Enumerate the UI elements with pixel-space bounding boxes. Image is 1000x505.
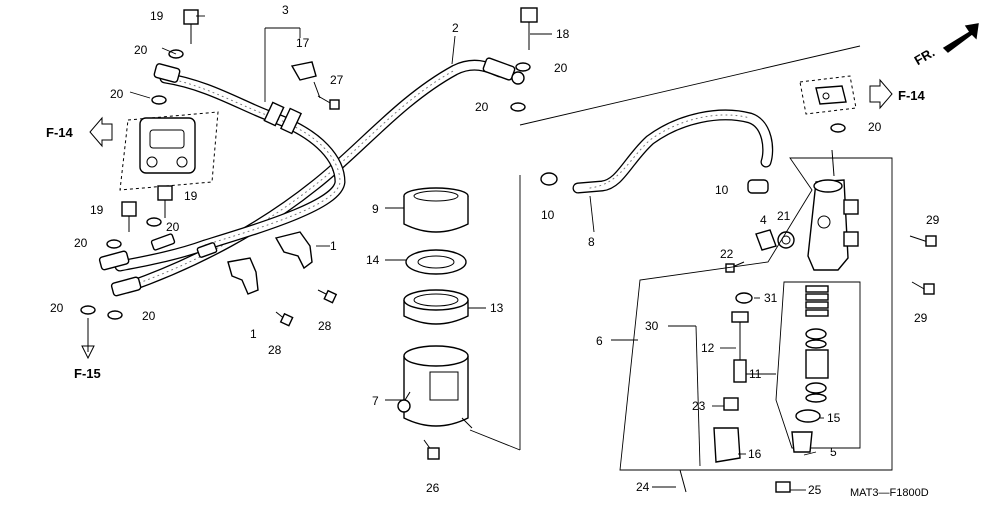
connector-line-upper bbox=[519, 45, 861, 126]
callout-5: 5 bbox=[830, 445, 837, 459]
hose-collar bbox=[263, 101, 303, 135]
push-rod-assembly bbox=[679, 292, 791, 493]
callout-20c: 20 bbox=[166, 220, 180, 234]
callout-31: 31 bbox=[764, 291, 778, 305]
front-direction-arrow bbox=[942, 23, 979, 53]
callout-20d: 20 bbox=[74, 236, 88, 250]
callout-1b: 1 bbox=[250, 327, 257, 341]
callout-20b: 20 bbox=[110, 87, 124, 101]
callout-15: 15 bbox=[827, 411, 841, 425]
callout-11: 11 bbox=[749, 367, 762, 381]
joint-4-22 bbox=[725, 229, 777, 273]
hose-clamp-1a bbox=[274, 231, 313, 270]
o-ring-21 bbox=[777, 231, 795, 249]
callout-16: 16 bbox=[748, 447, 762, 461]
set-plate-14 bbox=[405, 249, 467, 275]
callout-25: 25 bbox=[808, 483, 822, 497]
callout-28b: 28 bbox=[268, 343, 282, 357]
bolt-28-right bbox=[317, 289, 338, 304]
callout-9: 9 bbox=[372, 202, 379, 216]
switch-bracket-dashed bbox=[799, 75, 857, 115]
callout-18: 18 bbox=[556, 27, 570, 41]
callout-4: 4 bbox=[760, 213, 767, 227]
callout-30: 30 bbox=[645, 319, 659, 333]
callout-20e: 20 bbox=[50, 301, 64, 315]
hose-clip-17 bbox=[290, 61, 321, 99]
callout-19b: 19 bbox=[184, 189, 198, 203]
reservoir-cap-9 bbox=[403, 187, 469, 233]
callout-26: 26 bbox=[426, 481, 440, 495]
caliper-bracket bbox=[119, 111, 219, 191]
hose-fitting-upper-right bbox=[482, 57, 525, 85]
bolt-28-left bbox=[275, 311, 294, 327]
hose-clamp-1b bbox=[227, 257, 259, 295]
ref-f15: F-15 bbox=[74, 366, 101, 381]
callout-7: 7 bbox=[372, 394, 379, 408]
callout-27: 27 bbox=[330, 73, 344, 87]
hose-fitting-lower-left bbox=[98, 233, 218, 297]
callout-22: 22 bbox=[720, 247, 734, 261]
reservoir-7 bbox=[397, 345, 473, 429]
arrow-f14-left bbox=[89, 116, 113, 148]
hose-clip-10-left bbox=[540, 172, 558, 186]
leader-lines bbox=[129, 15, 824, 491]
front-direction-label: FR. bbox=[912, 45, 938, 68]
callout-13: 13 bbox=[490, 301, 504, 315]
banjo-bolt-19-top bbox=[183, 9, 199, 44]
callout-3: 3 bbox=[282, 3, 289, 17]
callout-19c: 19 bbox=[90, 203, 104, 217]
brake-hose-3 bbox=[114, 72, 346, 272]
bolt-26 bbox=[423, 439, 440, 460]
callout-20h: 20 bbox=[475, 100, 489, 114]
callout-2: 2 bbox=[452, 21, 459, 35]
callout-6: 6 bbox=[596, 334, 603, 348]
callout-12: 12 bbox=[701, 341, 715, 355]
hose-fitting-upper-left bbox=[153, 63, 181, 83]
callout-20a: 20 bbox=[134, 43, 148, 57]
callout-29a: 29 bbox=[926, 213, 940, 227]
banjo-bolt-19-left bbox=[121, 201, 137, 232]
callout-10b: 10 bbox=[715, 183, 729, 197]
kit-outline bbox=[619, 157, 893, 471]
diagram-code: MAT3—F1800D bbox=[850, 487, 929, 499]
arrow-f14-right bbox=[869, 78, 893, 110]
callout-23: 23 bbox=[692, 399, 706, 413]
bolts-29 bbox=[909, 235, 937, 295]
arrow-f15 bbox=[81, 318, 95, 360]
callout-21: 21 bbox=[777, 209, 791, 223]
callout-10a: 10 bbox=[541, 208, 555, 222]
ref-f14-right: F-14 bbox=[898, 88, 926, 103]
sealing-washers-20 bbox=[80, 49, 846, 320]
connector-line-reservoir bbox=[469, 429, 521, 451]
banjo-bolt-18 bbox=[520, 7, 538, 50]
callout-20i: 20 bbox=[868, 120, 882, 134]
callout-28a: 28 bbox=[318, 319, 332, 333]
master-cylinder-body bbox=[807, 149, 859, 271]
callout-24: 24 bbox=[636, 480, 650, 494]
callout-14: 14 bbox=[366, 253, 380, 267]
callout-20g: 20 bbox=[554, 61, 568, 75]
ref-f14-left: F-14 bbox=[46, 125, 74, 140]
callout-1a: 1 bbox=[330, 239, 337, 253]
hose-clip-10-right bbox=[747, 179, 769, 194]
banjo-bolt-19-mid bbox=[157, 185, 173, 218]
callout-20f: 20 bbox=[142, 309, 156, 323]
callout-8: 8 bbox=[588, 235, 595, 249]
callout-29b: 29 bbox=[914, 311, 928, 325]
callout-19a: 19 bbox=[150, 9, 164, 23]
callout-17: 17 bbox=[296, 36, 310, 50]
reservoir-hose-8 bbox=[572, 109, 774, 194]
bolt-27 bbox=[317, 95, 340, 110]
diaphragm-13 bbox=[403, 289, 469, 325]
callout-labels: 1 1 2 3 4 5 6 7 8 9 10 10 11 12 13 14 15… bbox=[50, 3, 940, 497]
piston-kit-box bbox=[775, 281, 861, 453]
